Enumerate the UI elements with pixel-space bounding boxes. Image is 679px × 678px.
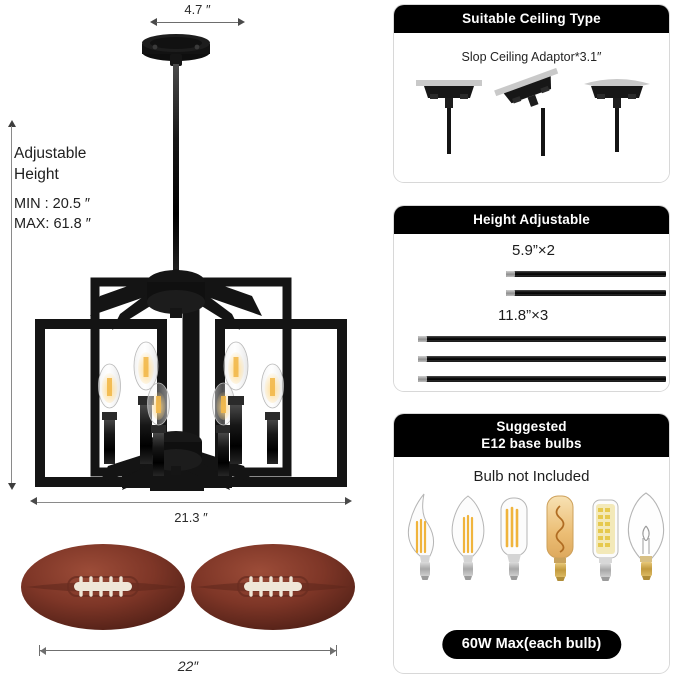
product-dimension-diagram: 4.7 ″ Adjustable Height MIN : 20.5 ″ MAX…	[6, 2, 355, 674]
wattage-note-badge: 60W Max(each bulb)	[441, 630, 622, 659]
center-hub-top	[147, 270, 205, 318]
slope-adaptor-caption: Slop Ceiling Adaptor*3.1″	[461, 50, 602, 64]
dimension-line	[156, 22, 239, 23]
arrow-right-icon	[330, 646, 336, 655]
dimension-line	[40, 650, 336, 651]
panel-suitable-ceiling-type: Suitable Ceiling Type Slop Ceiling Adapt…	[393, 4, 670, 183]
panel-ceiling-title: Suitable Ceiling Type	[394, 5, 669, 33]
rod-long	[418, 356, 666, 362]
candle-light	[98, 363, 121, 464]
bulb-not-included-caption: Bulb not Included	[473, 468, 590, 485]
football-size-reference	[21, 544, 355, 630]
chandelier-illustration	[35, 34, 347, 491]
adjustable-height-arrow	[6, 120, 18, 490]
tubular-t-filament-bulb	[500, 497, 528, 580]
down-rod	[173, 64, 179, 279]
arrow-right-icon	[345, 497, 352, 505]
rod-short	[506, 271, 666, 277]
arrow-left-icon	[150, 18, 157, 26]
flame-tip-filament-bulb	[407, 493, 434, 580]
rod-end-cap	[506, 271, 515, 277]
sloped-ceiling-mount-icon	[494, 67, 559, 107]
rod-end-cap	[418, 356, 427, 362]
long-rod-label: 11.8”×3	[498, 307, 549, 324]
panel-bulbs-title-line2: E12 base bulbs	[481, 436, 582, 451]
arrow-up-icon	[7, 120, 16, 127]
candle-light	[133, 341, 159, 464]
rod-end-cap	[418, 336, 427, 342]
adjustable-height-title-line1: Adjustable	[14, 145, 87, 162]
candle-lights	[98, 341, 284, 476]
rod-long	[418, 336, 666, 342]
candle-light	[147, 382, 170, 476]
fixture-width-arrow	[30, 497, 352, 507]
canopy-width-dimension: 4.7 ″	[150, 2, 245, 28]
panel-height-adjustable: Height Adjustable 5.9”×2 11.8”×3	[393, 205, 670, 392]
fixture-width-label: 21.3 ″	[174, 510, 208, 525]
min-height-label: MIN : 20.5 ″	[14, 196, 91, 212]
canopy-width-label: 4.7 ″	[184, 2, 211, 17]
flat-ceiling-mount-icon	[416, 80, 482, 154]
football	[191, 544, 355, 630]
dimension-line-vertical	[11, 126, 12, 484]
dimension-line	[37, 501, 345, 503]
adjustable-height-title-line2: Height	[14, 166, 59, 183]
football-width-arrow	[38, 645, 338, 656]
adjustable-height-label-group: Adjustable Height MIN : 20.5 ″ MAX: 61.8…	[14, 143, 164, 234]
rod-short	[506, 290, 666, 296]
max-height-label: MAX: 61.8 ″	[14, 216, 91, 232]
football-width-dimension: 22″	[38, 645, 338, 674]
clear-incandescent-candle-bulb	[627, 492, 665, 580]
arrow-right-icon	[238, 18, 245, 26]
candle-light	[223, 341, 249, 464]
ceiling-type-illustrations	[416, 67, 650, 156]
corn-cob-led-bulb	[592, 499, 619, 581]
rod-end-cap	[506, 290, 515, 296]
candle-light	[212, 382, 235, 476]
bulb-type-illustrations	[407, 492, 665, 581]
arrow-down-icon	[7, 483, 16, 490]
bottom-plates	[122, 476, 232, 491]
tick-left-icon	[39, 645, 40, 656]
rod-end-cap	[418, 376, 427, 382]
panel-bulbs-title-line1: Suggested	[496, 419, 567, 434]
sloped-mount-rod	[541, 108, 545, 156]
football-width-label: 22″	[177, 658, 199, 674]
candle-light	[261, 363, 284, 464]
amber-tubular-vintage-bulb	[546, 495, 574, 581]
ceiling-canopy-icon	[142, 34, 210, 66]
vaulted-ceiling-mount-icon	[584, 79, 650, 152]
fixture-width-dimension: 21.3 ″	[30, 497, 352, 525]
panel-suggested-bulbs: Suggested E12 base bulbs Bulb not Includ…	[393, 413, 670, 674]
rod-long	[418, 376, 666, 382]
canopy-width-arrow	[150, 18, 245, 28]
short-rod-label: 5.9”×2	[512, 242, 555, 259]
football	[21, 544, 185, 630]
tick-right-icon	[336, 645, 337, 656]
arrow-left-icon	[30, 497, 37, 505]
torpedo-candle-filament-bulb	[451, 495, 485, 580]
panel-height-title: Height Adjustable	[394, 206, 669, 234]
